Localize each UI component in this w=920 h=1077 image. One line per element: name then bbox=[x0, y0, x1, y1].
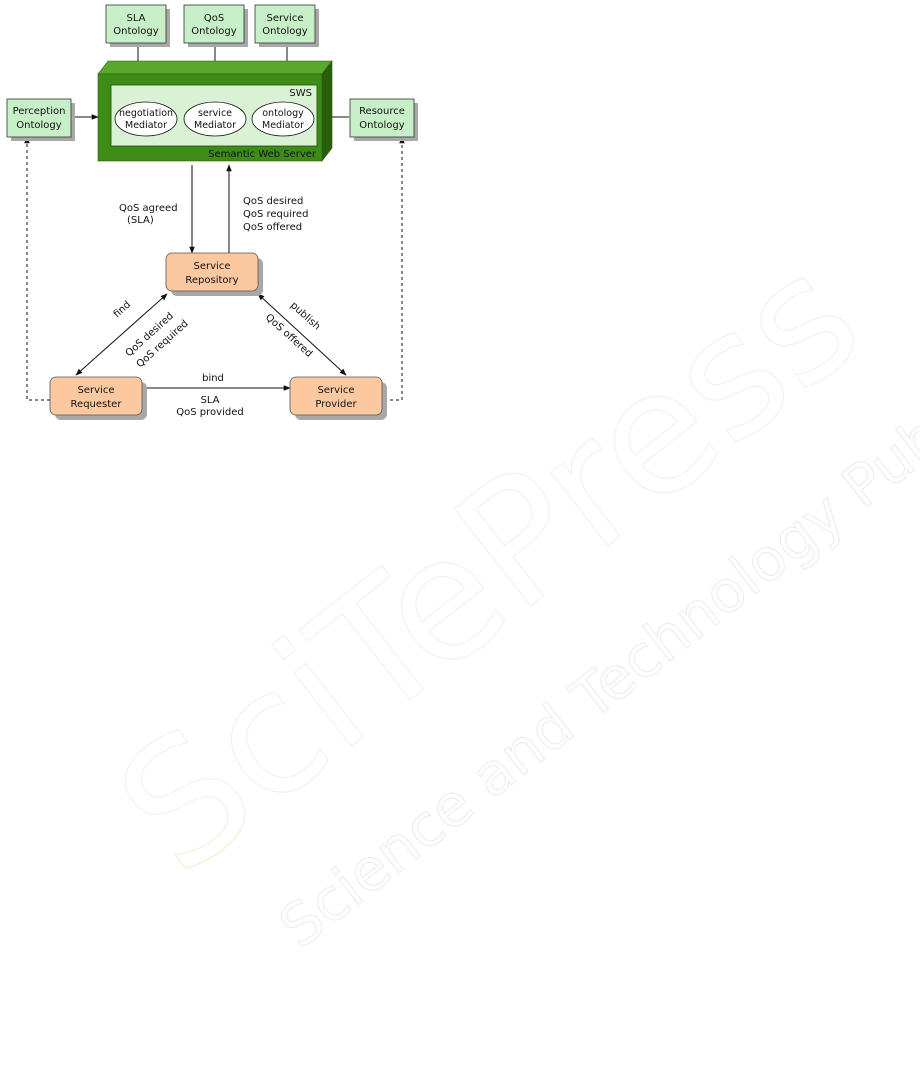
repository-line2: Repository bbox=[185, 275, 238, 286]
ontology-service-line1: Service bbox=[267, 13, 304, 24]
edge-provider-resource bbox=[384, 136, 405, 401]
sws-label: SWS bbox=[289, 88, 312, 99]
requester-line1: Service bbox=[78, 385, 115, 396]
provider-line1: Service bbox=[318, 385, 355, 396]
watermark: SciTePress Science and Technology Public… bbox=[83, 217, 920, 962]
mediator-negotiation-line1: negotiation bbox=[119, 108, 173, 119]
service-repository: Service Repository bbox=[165, 252, 263, 296]
ontology-resource-line2: Ontology bbox=[359, 120, 404, 131]
ontology-sla-line1: SLA bbox=[127, 13, 146, 24]
label-find: find bbox=[112, 299, 133, 320]
label-sla: (SLA) bbox=[127, 215, 154, 226]
ontology-qos-line1: QoS bbox=[204, 13, 224, 24]
label-qos-desired: QoS desired bbox=[243, 196, 303, 207]
semantic-web-server: SWS Semantic Web Server negotiation Medi… bbox=[97, 60, 333, 162]
ontology-sla: SLA Ontology bbox=[105, 4, 170, 47]
edge-requester-perception bbox=[24, 136, 50, 401]
ontology-perception-line2: Ontology bbox=[16, 120, 61, 131]
mediator-negotiation bbox=[114, 101, 178, 137]
server-caption: Semantic Web Server bbox=[208, 149, 317, 160]
ontology-resource-line1: Resource bbox=[359, 106, 405, 117]
ontology-perception-line1: Perception bbox=[13, 106, 66, 117]
ontology-service: Service Ontology bbox=[254, 4, 319, 47]
label-qos-offered: QoS offered bbox=[243, 222, 302, 233]
connectors bbox=[24, 43, 405, 401]
service-provider: Service Provider bbox=[289, 376, 387, 420]
label-qos-required: QoS required bbox=[243, 209, 308, 220]
label-qos-agreed: QoS agreed bbox=[119, 203, 178, 214]
ontology-service-line2: Ontology bbox=[262, 26, 307, 37]
edge-publish bbox=[257, 293, 347, 376]
provider-line2: Provider bbox=[315, 399, 357, 410]
ontology-qos: QoS Ontology bbox=[183, 4, 248, 47]
mediator-service-line2: Mediator bbox=[194, 120, 236, 131]
server-top-face bbox=[97, 60, 333, 75]
server-side-face bbox=[321, 60, 333, 162]
repository-line1: Service bbox=[194, 261, 231, 272]
ontology-resource: Resource Ontology bbox=[349, 98, 418, 141]
label-bind: bind bbox=[202, 373, 224, 384]
service-requester: Service Requester bbox=[49, 376, 147, 420]
mediator-ontology bbox=[251, 101, 315, 137]
ontology-perception: Perception Ontology bbox=[6, 98, 75, 141]
mediator-service-line1: service bbox=[198, 108, 232, 119]
mediator-negotiation-line2: Mediator bbox=[125, 120, 167, 131]
requester-line2: Requester bbox=[71, 399, 123, 410]
mediator-ontology-line1: ontology bbox=[262, 108, 304, 119]
mediator-service bbox=[183, 101, 247, 137]
label-bind-qos-provided: QoS provided bbox=[176, 407, 243, 418]
ontology-sla-line2: Ontology bbox=[113, 26, 158, 37]
ontology-qos-line2: Ontology bbox=[191, 26, 236, 37]
label-publish: publish bbox=[288, 300, 322, 332]
edge-find bbox=[75, 293, 168, 376]
mediator-ontology-line2: Mediator bbox=[262, 120, 304, 131]
label-bind-sla: SLA bbox=[201, 395, 220, 406]
